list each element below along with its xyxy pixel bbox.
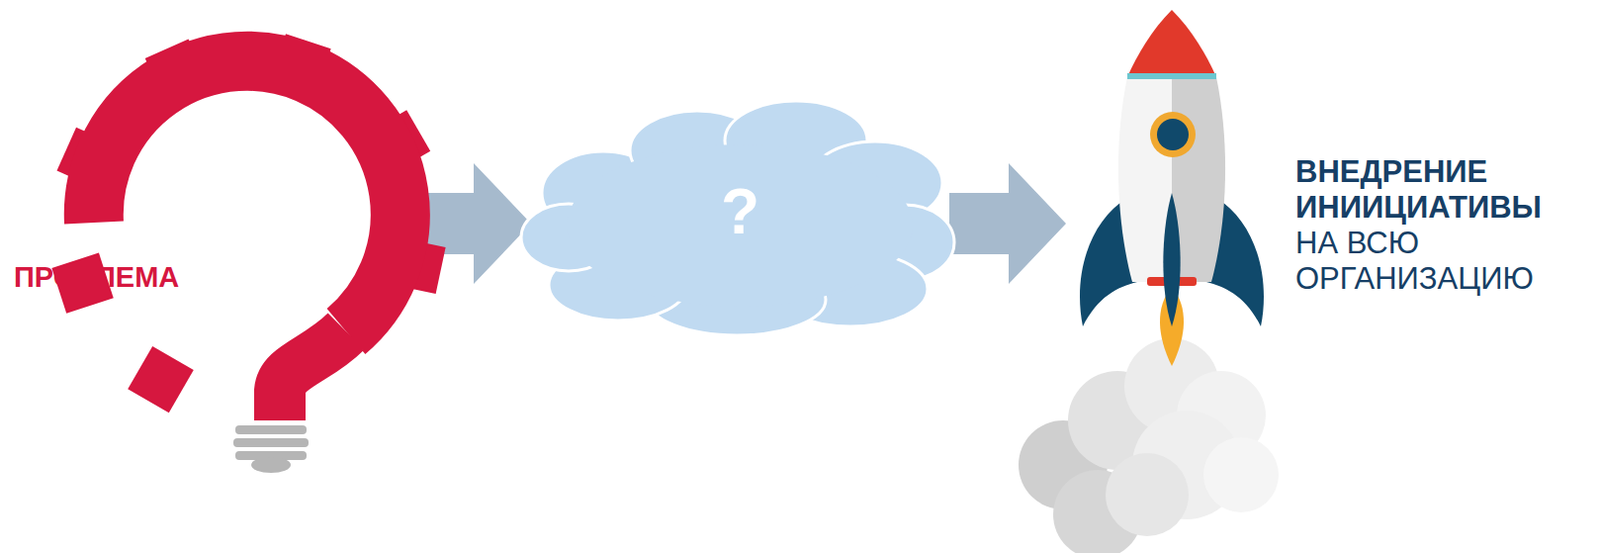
node-title: ВНЕДРЕНИЕ ИНИИЦИАТИВЫ bbox=[1295, 154, 1593, 226]
cloud-shape bbox=[521, 100, 955, 336]
rocket-launch: ВНЕДРЕНИЕ ИНИИЦИАТИВЫНА ВСЮ ОРГАНИЗАЦИЮ bbox=[1066, 0, 1600, 553]
node-subtitle: НА ВСЮ ОРГАНИЗАЦИЮ bbox=[1295, 225, 1593, 297]
block-arrow bbox=[949, 163, 1067, 284]
node-title: ? bbox=[531, 175, 950, 249]
problem-gear: ПРОБЛЕМА bbox=[9, 39, 401, 475]
rocket bbox=[1079, 9, 1264, 366]
rocket-smoke bbox=[1018, 338, 1279, 553]
bulb-base bbox=[233, 425, 309, 473]
gear-question-mark bbox=[51, 33, 445, 421]
node-title: ПРОБЛЕМА bbox=[13, 261, 179, 294]
idea-cloud: ? bbox=[531, 113, 950, 332]
